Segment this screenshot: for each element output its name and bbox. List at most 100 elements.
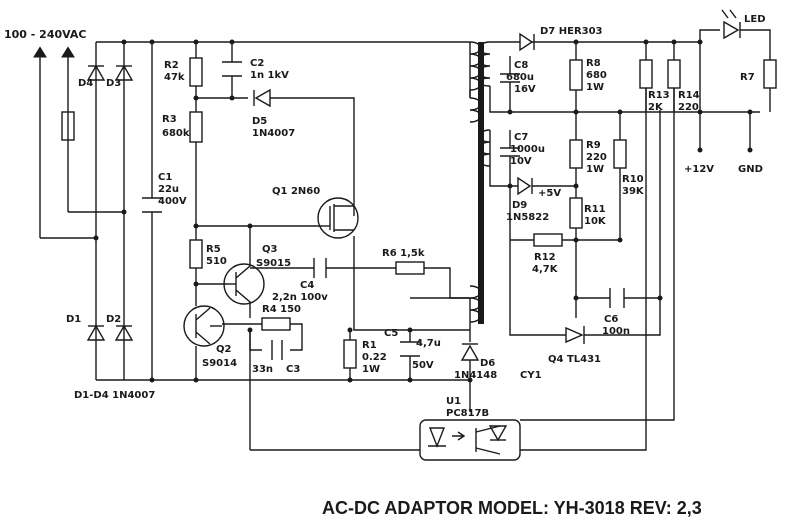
- resistor-r8: [569, 59, 583, 91]
- label-d9-value: 1N5822: [506, 212, 549, 223]
- label-q1: Q1 2N60: [272, 186, 320, 197]
- label-r10: R10: [622, 174, 644, 185]
- label-r9: R9: [586, 140, 601, 151]
- label-c7-value: 1000u: [510, 144, 545, 155]
- capacitor-c4: [313, 258, 327, 278]
- wire-c6: [575, 240, 660, 299]
- label-d4: D4: [78, 78, 93, 89]
- label-r8: R8: [586, 58, 601, 69]
- label-d1: D1: [66, 314, 81, 325]
- diode-d4: [86, 64, 106, 81]
- label-r11: R11: [584, 204, 606, 215]
- resistor-r3: [189, 111, 203, 143]
- label-c1-rating: 400V: [158, 196, 187, 207]
- wire-opto-right: [520, 88, 647, 451]
- label-c7-rating: 10V: [510, 156, 532, 167]
- label-r6: R6 1,5k: [382, 248, 425, 259]
- capacitor-c6: [609, 288, 625, 308]
- label-led: LED: [744, 14, 766, 25]
- label-r7: R7: [740, 72, 755, 83]
- wire-opto-left: [249, 330, 420, 451]
- label-u1: U1: [446, 396, 461, 407]
- label-d9: D9: [512, 200, 527, 211]
- label-r12-value: 4,7K: [532, 264, 559, 275]
- capacitor-c1: [142, 197, 162, 213]
- label-bridge: D1-D4 1N4007: [74, 390, 155, 401]
- capacitor-c5: [400, 341, 420, 357]
- fuse: [61, 111, 75, 141]
- label-c2-value: 1n 1kV: [250, 70, 289, 81]
- label-c5: C5: [384, 328, 398, 339]
- label-q2-value: S9014: [202, 358, 237, 369]
- resistor-r4: [261, 317, 291, 331]
- label-r2-value: 47k: [164, 72, 185, 83]
- label-gnd: GND: [738, 164, 763, 175]
- label-r4: R4 150: [262, 304, 301, 315]
- resistor-r12: [533, 233, 563, 247]
- label-r8-rating: 1W: [586, 82, 604, 93]
- transistor-q3: [223, 260, 265, 306]
- label-r13: R13: [648, 90, 670, 101]
- label-c5-rating: 50V: [412, 360, 434, 371]
- capacitor-c2: [222, 61, 242, 77]
- wire-r6: [392, 267, 470, 299]
- resistor-r9: [569, 139, 583, 169]
- label-r5: R5: [206, 244, 221, 255]
- label-r2: R2: [164, 60, 179, 71]
- label-q3: Q3: [262, 244, 278, 255]
- wire-bridge: [95, 41, 125, 380]
- wire-tl431: [509, 110, 661, 336]
- label-q2: Q2: [216, 344, 232, 355]
- label-r1: R1: [362, 340, 377, 351]
- label-d5-value: 1N4007: [252, 128, 295, 139]
- resistor-r2: [189, 57, 203, 87]
- resistor-r13: [639, 59, 653, 89]
- label-c4-value: 2,2n 100v: [272, 292, 328, 303]
- wires: [39, 29, 771, 451]
- label-u1-value: PC817B: [446, 408, 489, 419]
- label-c7: C7: [514, 132, 528, 143]
- wire-opto-right-2: [520, 88, 675, 421]
- label-r13-value: 2K: [648, 102, 664, 113]
- label-r8-value: 680: [586, 70, 607, 81]
- diagram-title: AC-DC ADAPTOR MODEL: YH-3018 REV: 2,3: [322, 498, 702, 518]
- label-d6: D6: [480, 358, 495, 369]
- diode-d5: [253, 88, 271, 108]
- label-r9-rating: 1W: [586, 164, 604, 175]
- label-d2: D2: [106, 314, 121, 325]
- diode-d3: [114, 64, 134, 81]
- label-d7: D7 HER303: [540, 26, 603, 37]
- wire-d5: [232, 97, 355, 216]
- label-cy1: CY1: [520, 370, 542, 381]
- label-c3: C3: [286, 364, 300, 375]
- led: [721, 9, 741, 40]
- label-c5-value: 4,7u: [416, 338, 441, 349]
- label-input-voltage: 100 - 240VAC: [4, 28, 87, 41]
- label-r1-value: 0.22: [362, 352, 387, 363]
- tl431-q4: [565, 326, 585, 344]
- diode-d6: [460, 343, 480, 361]
- label-r9-value: 220: [586, 152, 607, 163]
- label-c8-rating: 16V: [514, 84, 536, 95]
- label-q3-value: S9015: [256, 258, 291, 269]
- optocoupler-u1: [419, 419, 521, 461]
- label-12v: +12V: [684, 164, 714, 175]
- label-c6: C6: [604, 314, 618, 325]
- wire-secondary-mid: [489, 86, 760, 113]
- label-c6-value: 100n: [602, 326, 630, 337]
- junctions: [93, 39, 753, 383]
- label-r10-value: 39K: [622, 186, 645, 197]
- resistor-r10: [613, 139, 627, 169]
- diode-d1: [86, 324, 106, 341]
- label-c4: C4: [300, 280, 314, 291]
- label-c8: C8: [514, 60, 528, 71]
- diode-d2: [114, 324, 134, 341]
- label-r3-value: 680k: [162, 128, 190, 139]
- label-r14: R14: [678, 90, 700, 101]
- capacitor-c7: [500, 147, 520, 157]
- label-r12: R12: [534, 252, 556, 263]
- label-c1-value: 22u: [158, 184, 179, 195]
- label-r14-value: 220: [678, 102, 699, 113]
- label-r5-value: 510: [206, 256, 227, 267]
